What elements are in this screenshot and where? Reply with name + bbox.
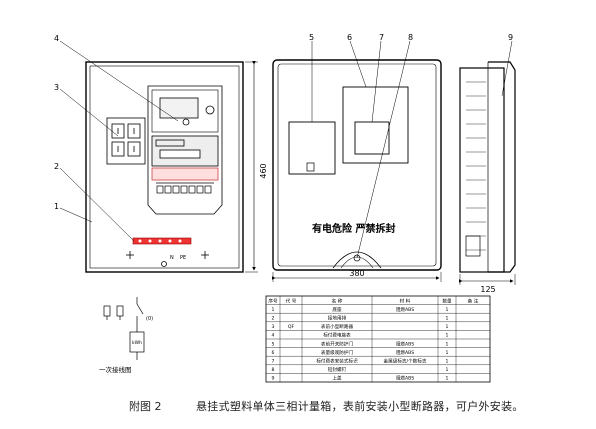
wiring-breaker-label: (0): [146, 316, 153, 322]
table-row-4-col-2: 标付费电能表: [323, 332, 351, 339]
wiring-diagram: [103, 297, 145, 360]
table-header-col-3: 材 料: [400, 297, 411, 304]
dimension-depth: 125: [480, 285, 495, 294]
table-row-7-col-2: 标付费表安装式标识: [316, 358, 358, 365]
callout-3: 3: [54, 83, 59, 92]
table-row-3-col-1: QF: [288, 324, 295, 330]
wiring-title: 一次接线图: [99, 365, 132, 374]
table-row-2-col-2: 接地用排: [328, 315, 347, 322]
table-header-col-1: 代 号: [286, 297, 297, 304]
table-row-1-col-0: 1: [272, 307, 275, 313]
table-row-9-col-4: 1: [446, 376, 449, 382]
front-warning-text: 有电危险 严禁拆封: [312, 222, 395, 235]
ground-bus-bar: [132, 237, 192, 245]
table-row-6-col-2: 表量级观防护门: [321, 349, 354, 356]
table-row-2-col-0: 2: [272, 316, 275, 322]
label-pe: PE: [180, 255, 186, 261]
callout-5: 5: [309, 33, 314, 42]
closed-box-view: [272, 59, 442, 282]
callout-1: 1: [54, 202, 59, 211]
table-row-5-col-3: 阻燃ABS: [396, 340, 414, 347]
table-row-8-col-2: 铅封螺钉: [328, 366, 347, 373]
caption-prefix: 附图 2: [129, 400, 162, 413]
callout-8: 8: [408, 33, 413, 42]
table-row-7-col-4: 1: [446, 359, 449, 365]
table-row-8-col-4: 1: [446, 367, 449, 373]
table-header-col-5: 备 注: [468, 297, 479, 304]
table-row-5-col-4: 1: [446, 341, 449, 347]
callout-2: 2: [54, 162, 59, 171]
wiring-meter-label: kWh: [132, 340, 142, 346]
table-row-3-col-4: 1: [446, 324, 449, 330]
electric-meter: [147, 85, 223, 215]
label-n: N: [170, 255, 174, 261]
table-row-3-col-0: 3: [272, 324, 275, 330]
table-row-6-col-3: 阻燃ABS: [396, 349, 414, 356]
table-row-7-col-0: 7: [272, 359, 275, 365]
callout-7: 7: [379, 33, 384, 42]
table-row-4-col-0: 4: [272, 333, 275, 339]
table-row-9-col-0: 9: [272, 376, 275, 382]
table-row-6-col-4: 1: [446, 350, 449, 356]
leader-lines-left: [59, 40, 179, 242]
callout-9: 9: [508, 33, 513, 42]
table-row-4-col-4: 1: [446, 333, 449, 339]
figure-caption: 附图 2 悬挂式塑料单体三相计量箱，表前安装小型断路器，可户外安装。: [0, 392, 596, 416]
callout-6: 6: [347, 33, 352, 42]
table-row-1-col-4: 1: [446, 307, 449, 313]
table-row-6-col-0: 6: [272, 350, 275, 356]
table-row-3-col-2: 表前小型断路器: [321, 323, 354, 330]
table-header-col-0: 序号: [268, 297, 278, 304]
leader-lines-center: [311, 40, 411, 259]
caption-text: 悬挂式塑料单体三相计量箱，表前安装小型断路器，可户外安装。: [196, 400, 524, 413]
open-box-view: [85, 61, 258, 273]
table-row-1-col-3: 阻燃ABS: [396, 306, 414, 313]
table-row-5-col-2: 表前开关防护门: [321, 340, 354, 347]
breaker-module: [106, 117, 146, 165]
table-row-1-col-2: 底座: [332, 306, 342, 313]
dimension-height: 460: [259, 163, 268, 178]
callout-4: 4: [54, 34, 59, 43]
side-view: [459, 40, 516, 285]
table-row-5-col-0: 5: [272, 341, 275, 347]
table-row-2-col-4: 1: [446, 316, 449, 322]
table-row-9-col-3: 阻燃ABS: [396, 375, 414, 382]
table-row-7-col-3: 金属级标志/个数标志: [384, 358, 427, 365]
technical-drawing: 460 N PE: [54, 33, 516, 383]
table-header-col-4: 数量: [442, 297, 452, 304]
table-header-col-2: 名 称: [332, 297, 343, 304]
table-row-9-col-2: 上盖: [332, 375, 342, 382]
table-row-8-col-0: 8: [272, 367, 275, 373]
dimension-width: 380: [349, 269, 364, 278]
mounting-holes: [126, 251, 209, 267]
